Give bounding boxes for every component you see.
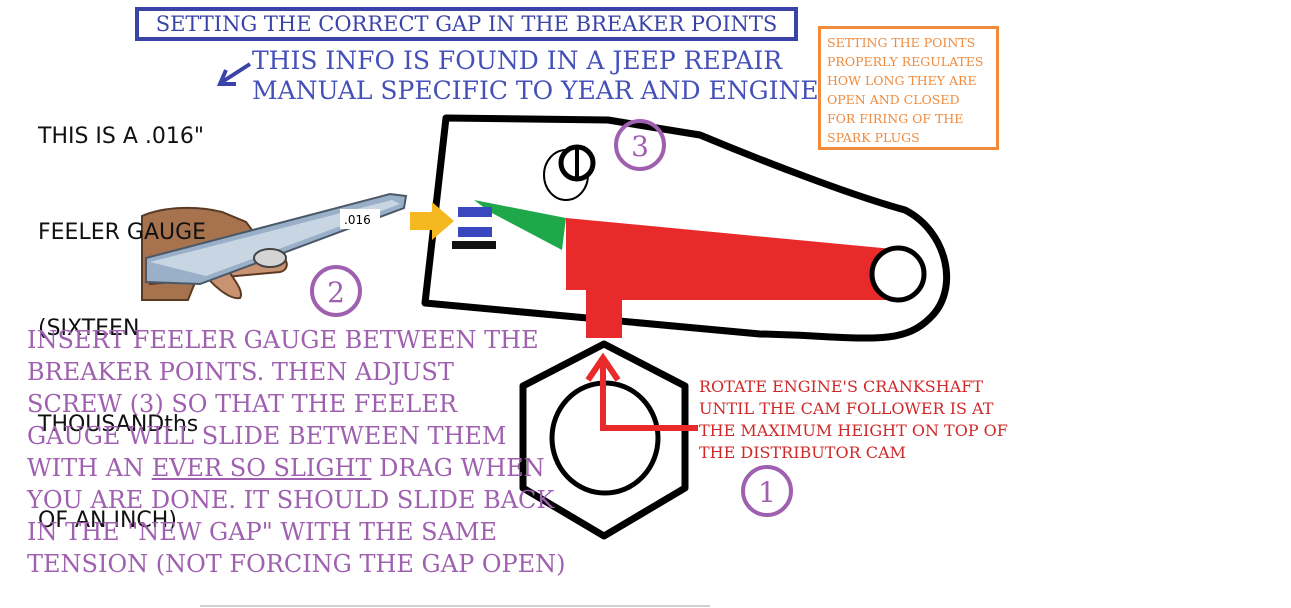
rotate-line-4: THE DISTRIBUTOR CAM bbox=[699, 443, 906, 462]
page-title: SETTING THE CORRECT GAP IN THE BREAKER P… bbox=[135, 7, 798, 41]
instruction-line-5: WITH AN EVER SO SLIGHT DRAG WHEN bbox=[27, 452, 566, 484]
fixed-contact-base bbox=[452, 241, 496, 249]
step-1-label: 1 bbox=[758, 476, 776, 509]
feeler-gauge-size-label: .016 bbox=[344, 213, 371, 227]
insert-gauge-instructions: INSERT FEELER GAUGE BETWEEN THE BREAKER … bbox=[27, 324, 566, 580]
pivot-post bbox=[869, 245, 927, 303]
info-line-2: MANUAL SPECIFIC TO YEAR AND ENGINE SIZE bbox=[252, 76, 890, 105]
breaker-point-lower bbox=[458, 227, 492, 237]
gauge-note-line-1: THIS IS A .016" bbox=[38, 124, 205, 149]
instruction-line-5-a: WITH AN bbox=[27, 454, 152, 482]
distributor-cam bbox=[519, 340, 689, 540]
info-line-1: THIS INFO IS FOUND IN A JEEP REPAIR bbox=[252, 46, 783, 75]
contact-arm bbox=[474, 200, 566, 250]
gauge-note-line-4: THOUSANDths bbox=[38, 412, 199, 437]
instruction-line-3: SCREW (3) SO THAT THE FEELER bbox=[27, 390, 457, 418]
instruction-line-1: INSERT FEELER GAUGE BETWEEN THE bbox=[27, 326, 539, 354]
gauge-note-line-2: FEELER GAUGE bbox=[38, 220, 207, 245]
points-purpose-note: SETTING THE POINTS PROPERLY REGULATES HO… bbox=[818, 26, 999, 150]
rotate-line-1: ROTATE ENGINE'S CRANKSHAFT bbox=[699, 377, 984, 396]
instruction-line-6: YOU ARE DONE. IT SHOULD SLIDE BACK bbox=[27, 486, 555, 514]
instruction-line-2: BREAKER POINTS. THEN ADJUST bbox=[27, 358, 454, 386]
instruction-line-8: TENSION (NOT FORCING THE GAP OPEN) bbox=[27, 550, 566, 578]
instruction-line-7: IN THE "NEW GAP" WITH THE SAME bbox=[27, 518, 498, 546]
breaker-point-upper bbox=[458, 207, 492, 217]
gauge-pointer-arrow bbox=[216, 62, 252, 86]
repair-manual-info: THIS INFO IS FOUND IN A JEEP REPAIR MANU… bbox=[252, 46, 889, 106]
adjusting-screw bbox=[543, 144, 596, 201]
rotate-line-3: THE MAXIMUM HEIGHT ON TOP OF bbox=[699, 421, 1008, 440]
gauge-note-line-3: (SIXTEEN bbox=[38, 316, 140, 341]
step-2-label: 2 bbox=[327, 276, 345, 309]
gauge-note-line-5: OF AN INCH) bbox=[38, 508, 177, 533]
step-2-circle bbox=[310, 265, 362, 317]
step-3-label: 3 bbox=[631, 130, 649, 163]
rotation-arrow bbox=[585, 352, 698, 431]
step-1-circle bbox=[741, 465, 793, 517]
hand-with-feeler-gauge: .016 bbox=[141, 192, 408, 301]
yellow-arrow bbox=[410, 202, 454, 240]
rotate-crankshaft-instructions: ROTATE ENGINE'S CRANKSHAFT UNTIL THE CAM… bbox=[699, 376, 1008, 464]
instruction-line-4: GAUGE WILL SLIDE BETWEEN THEM bbox=[27, 422, 507, 450]
rotate-line-2: UNTIL THE CAM FOLLOWER IS AT bbox=[699, 399, 994, 418]
breaker-plate-outline bbox=[421, 114, 951, 342]
instruction-line-5-b: DRAG WHEN bbox=[371, 454, 545, 482]
step-3-circle bbox=[614, 119, 666, 171]
feeler-gauge-note: THIS IS A .016" FEELER GAUGE (SIXTEEN TH… bbox=[38, 57, 206, 569]
cam-follower bbox=[586, 288, 622, 338]
breaker-arm bbox=[566, 218, 903, 300]
instruction-emphasis: EVER SO SLIGHT bbox=[151, 454, 372, 482]
